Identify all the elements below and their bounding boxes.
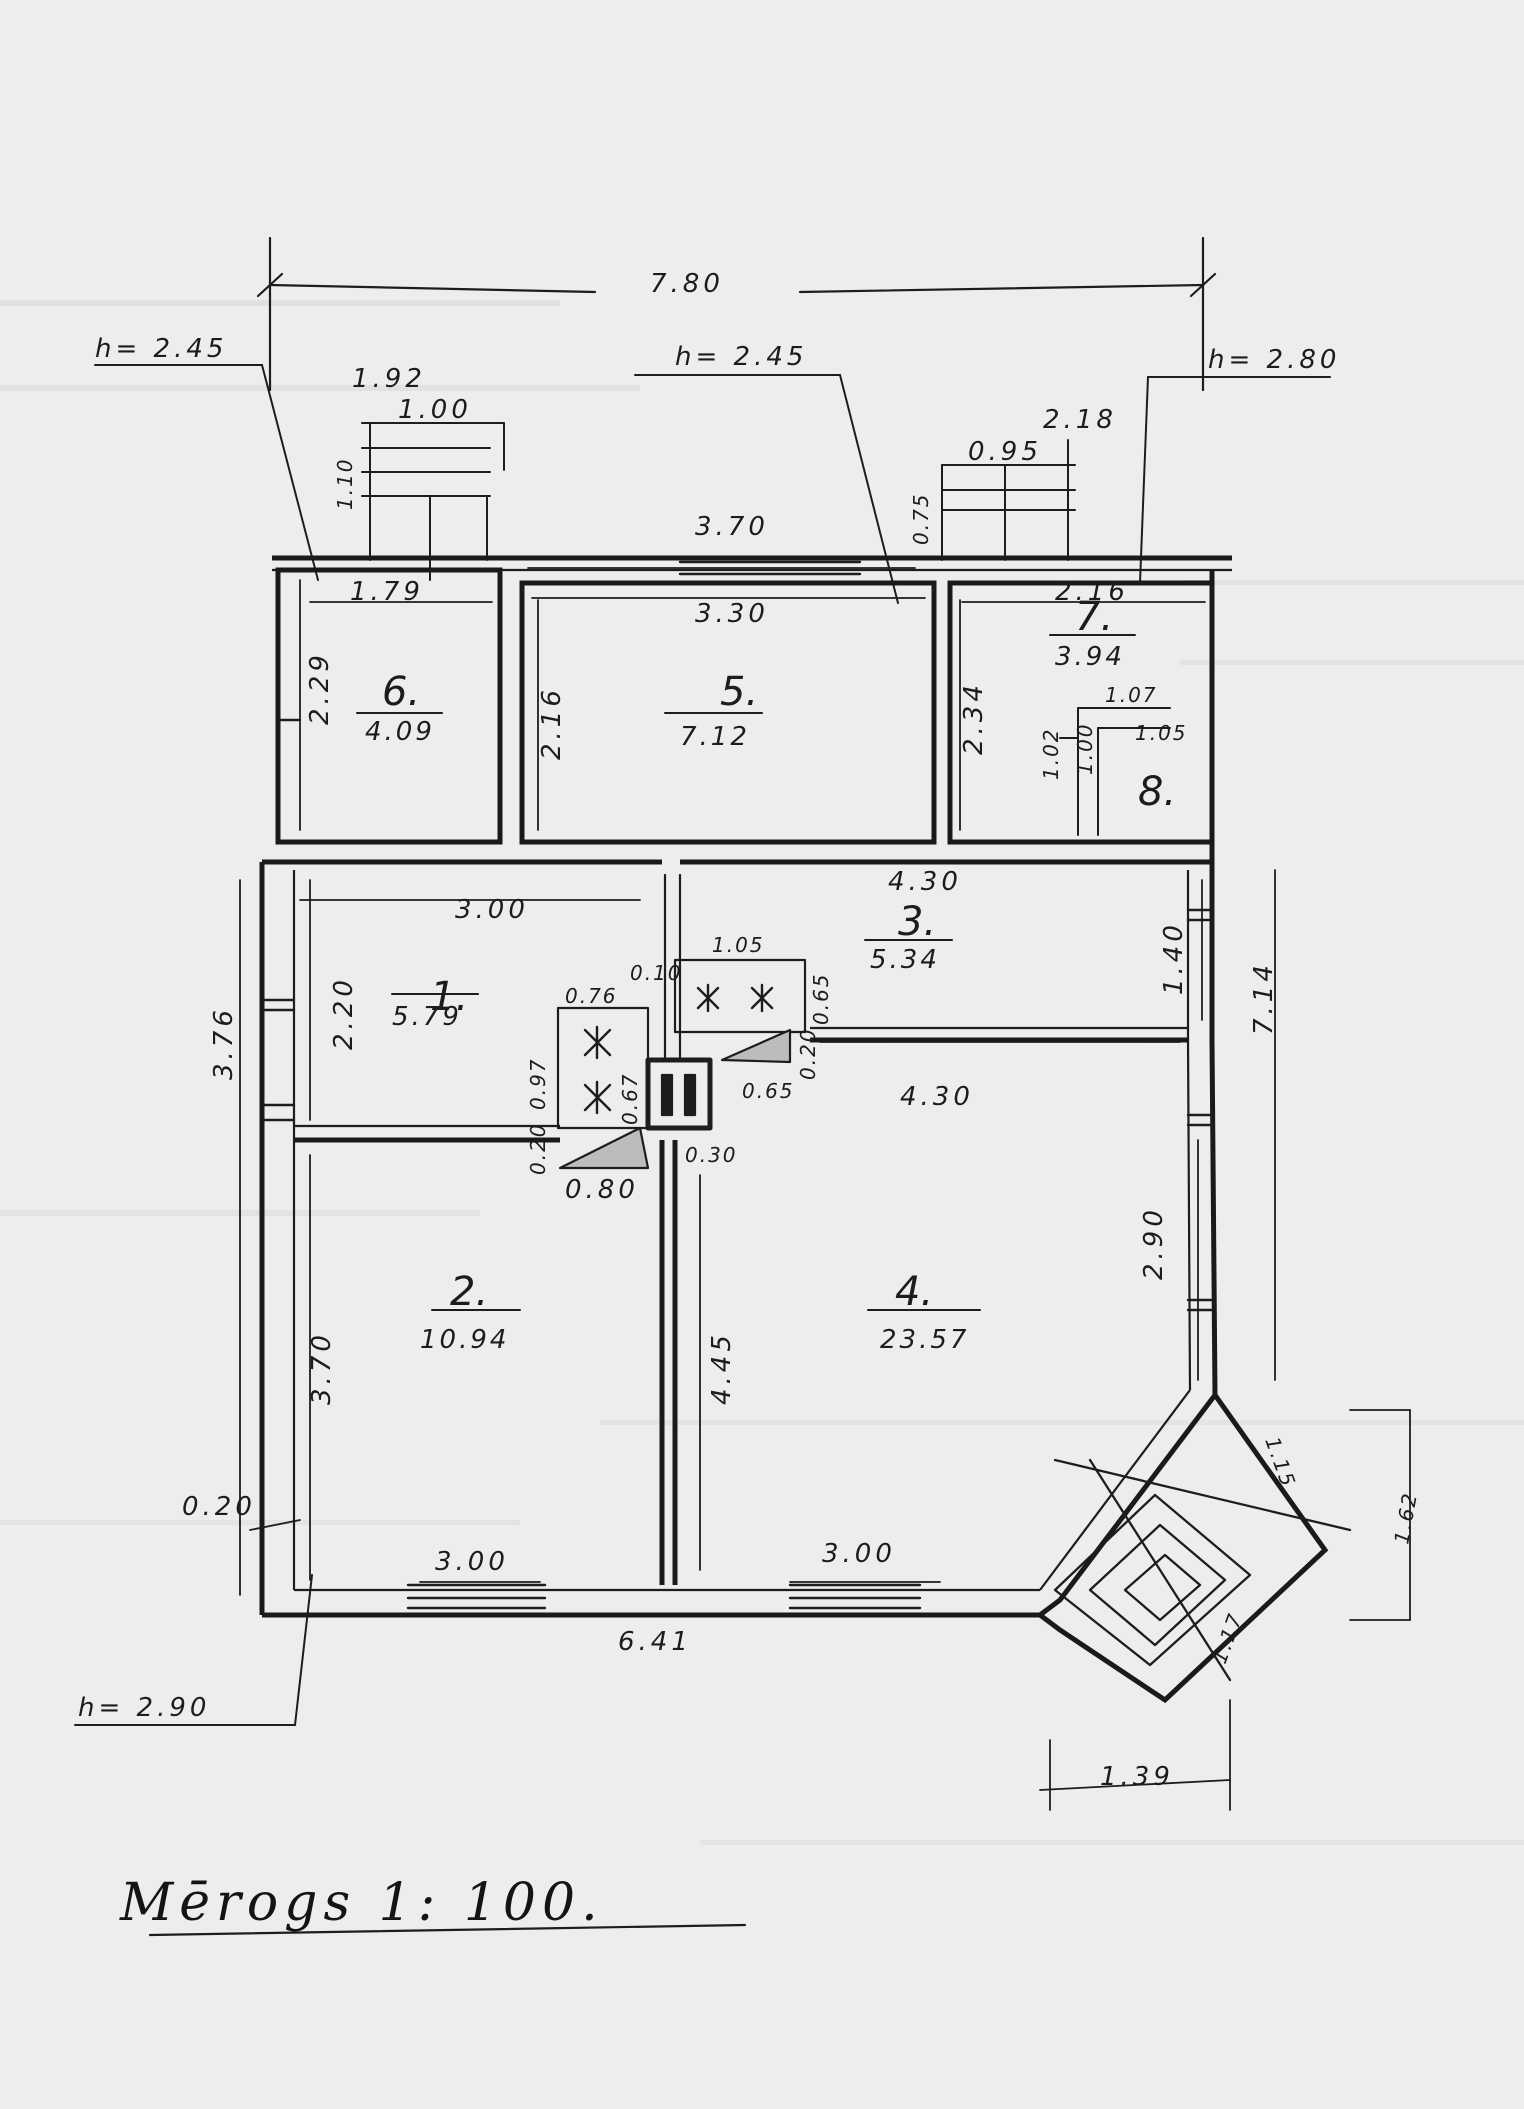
overall-width-dimension	[256, 236, 1217, 392]
height-label-top-right: h= 2.80	[1208, 345, 1340, 375]
w7-inner: 0.95	[968, 437, 1042, 467]
dim-room1-w: 3.00	[455, 895, 529, 925]
dim-step-020: 0.20	[796, 1027, 820, 1080]
height-label-top-left: h= 2.45	[95, 334, 227, 364]
room-area-2: 10.94	[420, 1325, 509, 1355]
dim-right-h2: 2.90	[1139, 1206, 1169, 1280]
room-number-6: 6.	[382, 669, 420, 715]
room-area-6: 4.09	[365, 717, 435, 747]
dim-bay-h: 1.62	[1389, 1490, 1422, 1546]
dim-step-065: 0.65	[742, 1079, 795, 1103]
stove-cross-marks	[583, 983, 774, 1115]
room-number-7: 7.	[1075, 594, 1113, 640]
interior-dimension-lines	[239, 567, 1411, 1811]
dim-room8-h2: 1.00	[1073, 722, 1097, 775]
height-label-top-mid: h= 2.45	[675, 342, 807, 372]
dim-left-h: 3.76	[209, 1006, 239, 1080]
dim-bottom-total: 6.41	[618, 1627, 692, 1657]
dim-stove2-h: 0.97	[526, 1057, 550, 1110]
w7-outer: 2.18	[1043, 405, 1117, 435]
dim-room8-w2: 1.05	[1135, 721, 1188, 745]
room-number-8: 8.	[1138, 769, 1176, 815]
height-leaders	[74, 364, 1331, 1726]
dim-chimney-030: 0.30	[685, 1143, 738, 1167]
dim-bay-w: 1.39	[1100, 1762, 1174, 1792]
room-number-3: 3.	[898, 899, 936, 945]
height-label-bottom-left: h= 2.90	[78, 1693, 210, 1723]
w7-depth: 0.75	[909, 492, 933, 545]
w6-outer: 1.92	[352, 364, 426, 394]
room-number-4: 4.	[895, 1269, 933, 1315]
dim-room5-w: 3.30	[695, 599, 769, 629]
dim-hatch-w: 0.80	[565, 1175, 639, 1205]
dim-top-room5: 3.70	[695, 512, 769, 542]
dim-hall-w: 4.30	[900, 1082, 974, 1112]
dim-hatch-h: 0.20	[526, 1122, 550, 1175]
dim-stove1-w: 1.05	[712, 933, 765, 957]
dim-stove1-h: 0.65	[809, 972, 833, 1025]
room-number-5: 5.	[720, 669, 758, 715]
window-detail-room7	[941, 439, 1076, 561]
opening-ticks	[260, 560, 1214, 1610]
dim-bay-diag2: 1.17	[1207, 1609, 1248, 1667]
room-number-2: 2.	[450, 1269, 488, 1315]
room-area-3: 5.34	[870, 945, 940, 975]
room-number-1: 1.	[430, 974, 468, 1020]
scale-label: Mērogs 1: 100.	[119, 1873, 604, 1933]
dim-bay-diag: 1.15	[1260, 1434, 1301, 1492]
dim-bottom-w2: 3.00	[822, 1539, 896, 1569]
area-underlines	[356, 634, 1136, 1311]
dim-room3-w: 4.30	[888, 867, 962, 897]
overall-width-label: 7.80	[650, 269, 724, 299]
dim-right-total: 7.14	[1249, 961, 1279, 1035]
stoves	[556, 873, 807, 1170]
room-area-1: 5.79	[392, 1002, 462, 1032]
dim-stove2-w: 0.76	[565, 984, 618, 1008]
dim-room6-w: 1.79	[350, 577, 424, 607]
dim-room8-h1: 1.02	[1039, 727, 1063, 780]
dim-room5-h: 2.16	[537, 686, 567, 760]
dim-room2-h: 3.70	[307, 1331, 337, 1405]
walls	[259, 555, 1329, 1704]
dim-right-h1: 1.40	[1159, 921, 1189, 995]
scale-underline	[148, 1923, 747, 1937]
dim-room7-w: 2.16	[1055, 577, 1129, 607]
w6-inner: 1.00	[398, 395, 472, 425]
dim-room1-h: 2.20	[329, 976, 359, 1050]
room-area-5: 7.12	[680, 722, 750, 752]
dim-room4-h: 4.45	[707, 1331, 737, 1405]
dim-bottom-w1: 3.00	[435, 1547, 509, 1577]
bay-window-frames	[1053, 1458, 1352, 1682]
window-detail-room6	[361, 422, 505, 581]
dim-stove2-b: 0.67	[618, 1072, 642, 1125]
dim-room7-h: 2.34	[959, 681, 989, 755]
room8-partitions	[1059, 707, 1171, 836]
room-area-4: 23.57	[880, 1325, 969, 1355]
room-area-7: 3.94	[1055, 642, 1125, 672]
w6-depth: 1.10	[333, 457, 357, 510]
dim-wall-020: 0.20	[182, 1492, 256, 1522]
dim-small-010: 0.10	[630, 961, 683, 985]
dim-room6-h: 2.29	[305, 651, 335, 725]
dim-room8-w1: 1.07	[1105, 683, 1158, 707]
